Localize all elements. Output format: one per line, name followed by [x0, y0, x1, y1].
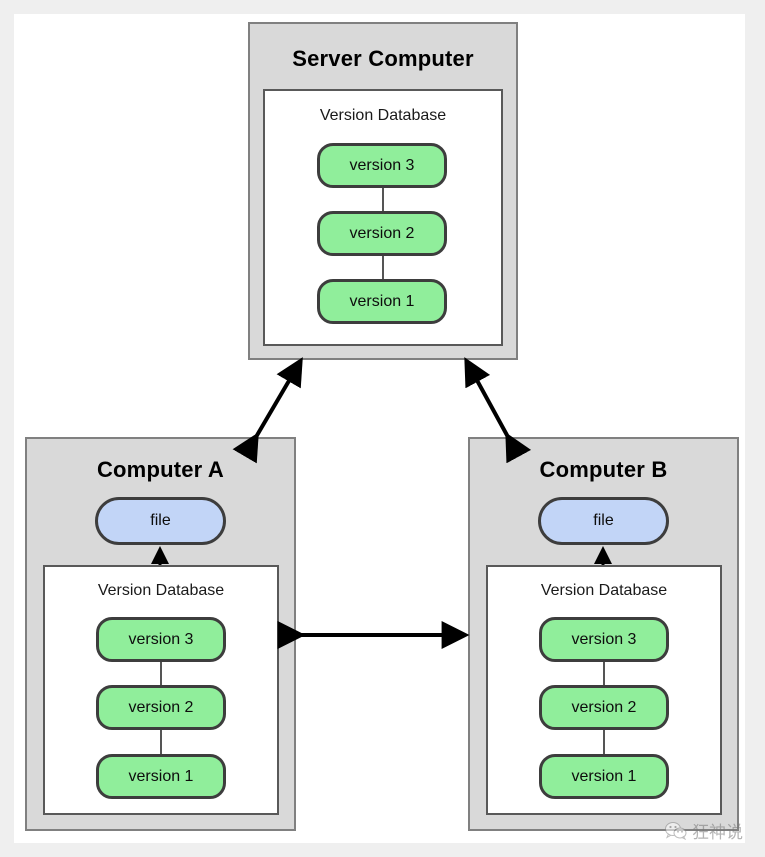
watermark: 狂神说 — [665, 818, 743, 843]
watermark-text: 狂神说 — [692, 823, 743, 843]
computer-a-connector-2-1 — [160, 730, 162, 754]
computer-a-version-database-label: Version Database — [97, 582, 225, 599]
server-version-database-label: Version Database — [319, 107, 447, 124]
arrow-computer-b-to-server — [464, 357, 532, 464]
computer-b-connector-2-1 — [603, 730, 605, 754]
server-version-1[interactable]: version 1 — [317, 279, 447, 324]
server-connector-3-2 — [382, 186, 384, 214]
server-version-2[interactable]: version 2 — [317, 211, 447, 256]
computer-a-version-2[interactable]: version 2 — [96, 685, 226, 730]
server-version-3[interactable]: version 3 — [317, 143, 447, 188]
page-frame-left — [0, 0, 14, 857]
server-computer-title: Server Computer — [292, 46, 474, 71]
computer-b-file[interactable]: file — [538, 497, 669, 545]
computer-b-version-1[interactable]: version 1 — [539, 754, 669, 799]
computer-a-version-3[interactable]: version 3 — [96, 617, 226, 662]
computer-b-version-3[interactable]: version 3 — [539, 617, 669, 662]
computer-b-version-database-label: Version Database — [540, 582, 668, 599]
computer-b-title: Computer B — [539, 457, 668, 482]
computer-a-connector-3-2 — [160, 661, 162, 685]
wechat-icon — [665, 822, 687, 840]
computer-a-version-database[interactable]: Version Database — [43, 565, 279, 815]
page-frame-bottom — [0, 843, 765, 857]
computer-a-file[interactable]: file — [95, 497, 226, 545]
page-frame-right — [745, 0, 765, 857]
computer-a-title: Computer A — [96, 457, 225, 482]
arrow-computer-a-to-server — [232, 357, 303, 464]
server-connector-2-1 — [382, 254, 384, 282]
computer-b-connector-3-2 — [603, 661, 605, 685]
computer-b-version-2[interactable]: version 2 — [539, 685, 669, 730]
page-frame-top — [0, 0, 765, 14]
computer-a-version-1[interactable]: version 1 — [96, 754, 226, 799]
